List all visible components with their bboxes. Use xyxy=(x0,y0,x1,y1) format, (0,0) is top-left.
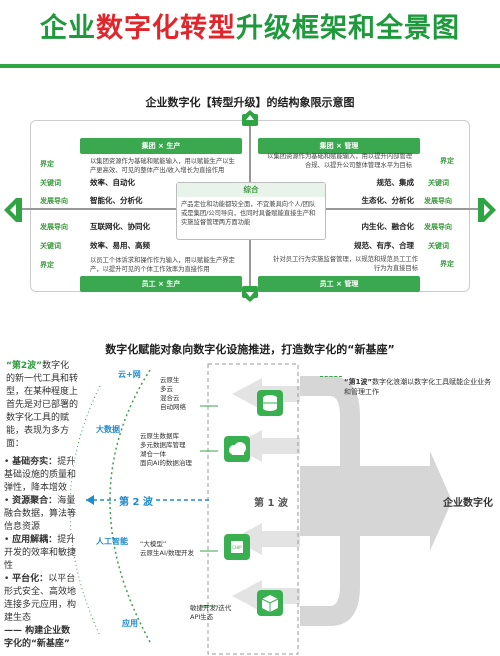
category-items: 敏捷开发/迭代 API生态 xyxy=(190,604,232,621)
wave1-connector xyxy=(320,376,342,377)
center-box: 综合 产品定位和功能都较全面，不宜兼具向个人/团队或是集团/公司导向，也同时具备… xyxy=(176,182,326,240)
keyword-text: 规范、有序、合理 xyxy=(354,241,414,250)
category-cloud-network: 云+网 xyxy=(118,370,141,379)
direction-text: 互联网化、协同化 xyxy=(90,222,150,231)
define-label: 界定 xyxy=(440,260,454,268)
quadrant-bar-staff-management: 员工 × 管理 xyxy=(258,276,420,292)
quadrant-bar-group-production: 集团 × 生产 xyxy=(80,138,242,154)
category-ai: 人工智能 xyxy=(96,537,128,546)
wave1-label: 第 1 波 xyxy=(254,498,288,509)
left-arrow-icon xyxy=(4,198,22,222)
target-label: 企业数字化 xyxy=(443,498,493,509)
cloud-icon xyxy=(224,436,250,462)
define-label: 界定 xyxy=(40,160,54,168)
quadrant-bar-staff-production: 员工 × 生产 xyxy=(80,276,242,292)
wave1-note: “第1波”数字化浪潮以数字化工具赋能企业业务和管理工作 xyxy=(344,378,492,396)
category-items: 云原生 多云 混合云 自动网络 xyxy=(160,376,186,411)
category-items: 云原生数据库 多元数据库管理 湖仓一体 面向AI的数据治理 xyxy=(140,432,192,467)
keyword-text: 规范、集成 xyxy=(376,178,415,187)
center-heading: 综合 xyxy=(177,183,325,197)
bullet-item: • 基础夯实：提升基础设施的质量和弹性，降本增效 xyxy=(4,457,77,493)
define-text: 以员工个体诉求和操作作为输入，用以赋能生产界定产，以提升可见的个体工作效率为直接… xyxy=(90,257,235,273)
keyword-label: 关键词 xyxy=(40,242,61,250)
wave2-description: “第2波”数字化的新一代工具和转型，在某种程度上首先是对已部署的数字化工具的赋能… xyxy=(6,361,79,449)
direction-text: 智能化、分析化 xyxy=(90,196,143,205)
center-text: 产品定位和功能都较全面，不宜兼具向个人/团队或是集团/公司导向，也同时具备赋能直… xyxy=(181,201,316,226)
title-divider xyxy=(0,64,500,68)
wave2-conclusion: —— 构建企业数字化的“新基座” xyxy=(4,626,71,649)
quadrant-bar-group-management: 集团 × 管理 xyxy=(258,138,420,154)
cube-icon xyxy=(257,590,283,616)
define-text: 以集团资源作为基础和赋能输入，用以赋能生产以生产更高效、可见的整体产出/收入增长… xyxy=(90,158,235,174)
direction-label: 发展导向 xyxy=(424,197,452,205)
keyword-text: 效率、自动化 xyxy=(90,178,135,187)
chip-icon: CHIP xyxy=(224,534,250,560)
define-label: 界定 xyxy=(440,157,454,165)
quadrant-subtitle: 企业数字化【转型升级】的结构象限示意图 xyxy=(145,96,355,109)
bullet-item: • 应用解耦：提升开发的效率和敏捷性 xyxy=(4,535,77,571)
category-application: 应用 xyxy=(122,619,138,628)
direction-label: 发展导向 xyxy=(40,197,68,205)
bullet-item: • 平台化：以平台形式安全、高效地连接多元应用，构建生态 xyxy=(4,574,77,623)
category-big-data: 大数据 xyxy=(96,425,120,434)
direction-label: 发展导向 xyxy=(40,223,68,231)
bullet-item: • 资源聚合：海量融合数据，算法等信息资源 xyxy=(4,496,77,532)
infrastructure-subtitle: 数字化赋能对象向数字化设施推进，打造数字化的“新基座” xyxy=(105,343,395,356)
keyword-label: 关键词 xyxy=(428,179,449,187)
keyword-label: 关键词 xyxy=(428,242,449,250)
right-arrow-icon xyxy=(478,198,496,222)
wave2-label: 第 2 波 xyxy=(116,493,156,508)
category-items: “大模型” 云原生AI/数理开发 xyxy=(140,540,195,557)
define-label: 界定 xyxy=(40,261,54,269)
define-text: 以集团资源作为基础和赋能输入，用以提升内部管理合规、以提升公司整体管理水平为目标 xyxy=(267,153,412,169)
direction-text: 生态化、分析化 xyxy=(361,196,415,205)
down-arrow-icon xyxy=(242,286,258,302)
svg-text:CHIP: CHIP xyxy=(232,545,242,550)
up-arrow-icon xyxy=(242,110,258,126)
wave2-bullets: • 基础夯实：提升基础设施的质量和弹性，降本增效 • 资源聚合：海量融合数据，算… xyxy=(4,456,76,651)
direction-label: 发展导向 xyxy=(424,223,452,231)
database-icon xyxy=(257,390,283,416)
page-title: 企业数字化转型升级框架和全景图 xyxy=(40,13,460,44)
keyword-text: 效率、易用、高频 xyxy=(90,241,150,250)
define-text: 针对员工行为实施监督管理，以规范和规范员工工作行为为直接目标 xyxy=(273,256,418,272)
direction-text: 内生化、融合化 xyxy=(361,222,415,231)
keyword-label: 关键词 xyxy=(40,179,61,187)
